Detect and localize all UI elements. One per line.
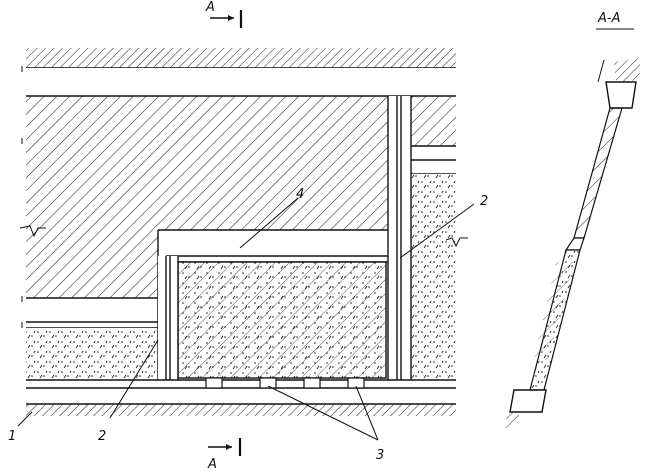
draw-points (205, 377, 365, 389)
section-haulage-drift (509, 389, 547, 413)
section-view: A-A (504, 11, 640, 428)
section-mark-bottom: A (207, 457, 217, 472)
leader-lines (17, 197, 475, 441)
section-cut-top: A (205, 0, 243, 28)
raise-left (158, 256, 179, 380)
longitudinal-view: A A 1 2 2 3 4 (8, 0, 488, 472)
section-upper-drift (605, 81, 637, 109)
upper-drift (26, 68, 456, 96)
rock-block-right (411, 96, 456, 146)
label-raise-left: 2 (98, 429, 106, 444)
backfill-right (411, 174, 456, 380)
label-draw-points: 3 (376, 448, 384, 463)
label-raise-right: 2 (480, 194, 488, 209)
rock-block-upper (26, 96, 388, 230)
section-cut-bottom: A (207, 438, 242, 472)
slice-drift-4 (158, 230, 388, 256)
backfill-left (26, 328, 158, 380)
top-rock-strip (26, 48, 456, 68)
bottom-rock-strip (26, 404, 456, 416)
section-title: A-A (597, 11, 620, 26)
label-slice-drift: 4 (296, 187, 304, 202)
raise-right (387, 96, 412, 380)
label-haulage-drift: 1 (8, 429, 16, 444)
section-mark-top: A (205, 0, 215, 15)
haulage-drift (26, 380, 456, 404)
break-line-right (445, 237, 468, 248)
break-line-left (19, 225, 46, 238)
section-vein-upper (573, 107, 623, 239)
